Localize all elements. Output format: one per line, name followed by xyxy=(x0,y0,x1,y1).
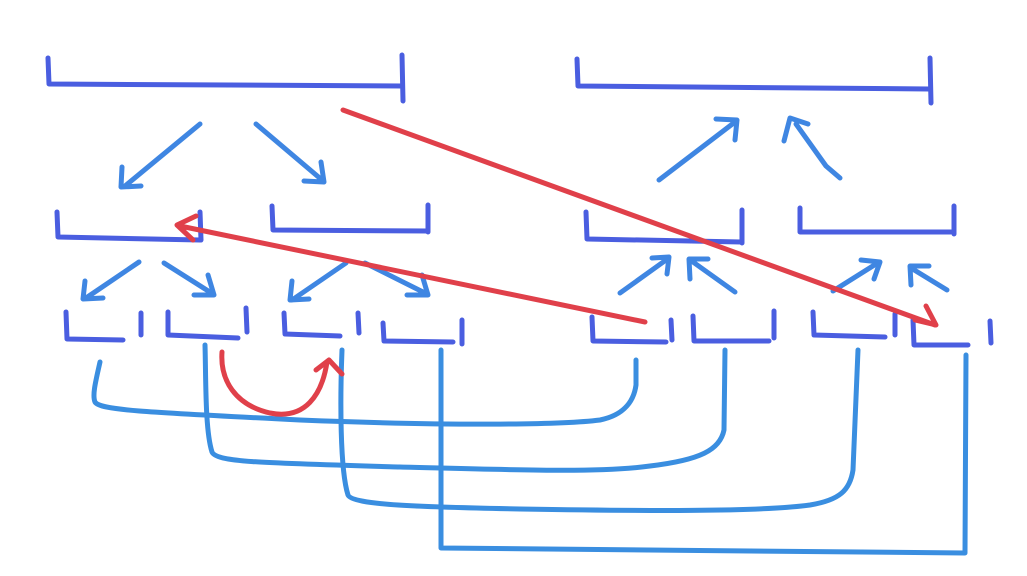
right-leaf-c1 xyxy=(589,314,675,345)
right-tree-arrows xyxy=(617,115,950,296)
right-leaf-c2 xyxy=(690,308,777,344)
red-arrows xyxy=(174,107,939,417)
left-bracket-a xyxy=(54,209,204,243)
left-tree-arrows xyxy=(80,121,431,303)
arrow-d1-to-d xyxy=(830,257,883,294)
arrow-a-to-a1 xyxy=(80,259,142,302)
right-root-bracket xyxy=(574,55,934,106)
link-b1-to-d1 xyxy=(338,347,861,513)
arrow-c2-to-c xyxy=(686,256,738,295)
link-b2-to-d2 xyxy=(438,347,969,556)
link-a2-to-c2 xyxy=(202,342,728,473)
left-tree xyxy=(45,52,465,347)
arrow-a-to-a2 xyxy=(161,260,217,298)
arrow-root-to-a xyxy=(118,121,203,190)
left-root-bracket xyxy=(45,52,406,104)
arrow-d-to-root xyxy=(781,115,843,181)
arrow-root-to-b xyxy=(253,121,327,185)
left-leaf-a2 xyxy=(165,305,250,341)
right-bracket-c xyxy=(583,207,745,246)
arrow-d2-to-d xyxy=(907,263,950,293)
arrow-b-to-b1 xyxy=(287,260,349,303)
right-leaf-d2 xyxy=(910,317,994,348)
left-leaf-a1 xyxy=(63,309,144,343)
arrow-c1-to-c xyxy=(617,254,672,296)
red-arrow-c1-to-a xyxy=(174,213,648,325)
left-leaf-b2 xyxy=(380,317,465,347)
right-tree xyxy=(574,55,994,348)
left-bracket-b xyxy=(269,202,431,235)
arrow-c-to-root xyxy=(656,116,740,183)
red-arrow-a2-to-b1 xyxy=(219,349,345,417)
right-leaf-d1 xyxy=(810,309,898,340)
link-a1-to-c1 xyxy=(91,357,639,427)
left-leaf-b1 xyxy=(281,310,362,339)
right-bracket-d xyxy=(797,203,957,237)
red-arrow-root-to-d2 xyxy=(340,107,939,328)
cross-links xyxy=(91,342,969,556)
